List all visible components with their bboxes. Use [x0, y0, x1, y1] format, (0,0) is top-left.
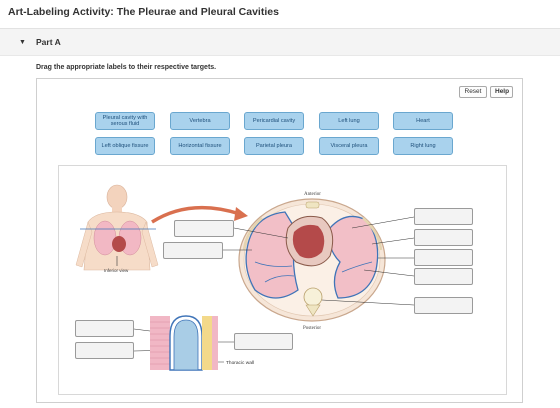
caret-down-icon[interactable]: ▼: [19, 39, 26, 46]
label-parietal-pleura[interactable]: Parietal pleura: [244, 137, 304, 155]
drop-target[interactable]: [414, 268, 473, 285]
label-visceral-pleura[interactable]: Visceral pleura: [319, 137, 379, 155]
label-left-oblique-fissure[interactable]: Left oblique fissure: [95, 137, 155, 155]
drop-target[interactable]: [75, 342, 134, 359]
drop-target[interactable]: [234, 333, 293, 350]
page-title: Art-Labeling Activity: The Pleurae and P…: [8, 6, 279, 18]
drop-target[interactable]: [163, 242, 223, 259]
drop-target[interactable]: [414, 249, 473, 266]
drop-target[interactable]: [414, 229, 473, 246]
drop-target[interactable]: [174, 220, 234, 237]
reset-button[interactable]: Reset: [459, 86, 487, 98]
label-left-lung[interactable]: Left lung: [319, 112, 379, 130]
instructions: Drag the appropriate labels to their res…: [36, 64, 216, 71]
drop-target[interactable]: [414, 297, 473, 314]
help-button[interactable]: Help: [490, 86, 513, 98]
label-pericardial-cavity[interactable]: Pericardial cavity: [244, 112, 304, 130]
label-heart[interactable]: Heart: [393, 112, 453, 130]
drop-target[interactable]: [414, 208, 473, 225]
label-horizontal-fissure[interactable]: Horizontal fissure: [170, 137, 230, 155]
part-label: Part A: [36, 37, 61, 47]
part-header[interactable]: [0, 28, 560, 56]
label-right-lung[interactable]: Right lung: [393, 137, 453, 155]
label-vertebra[interactable]: Vertebra: [170, 112, 230, 130]
label-pleural-cavity[interactable]: Pleural cavity with serous fluid: [95, 112, 155, 130]
drop-target[interactable]: [75, 320, 134, 337]
